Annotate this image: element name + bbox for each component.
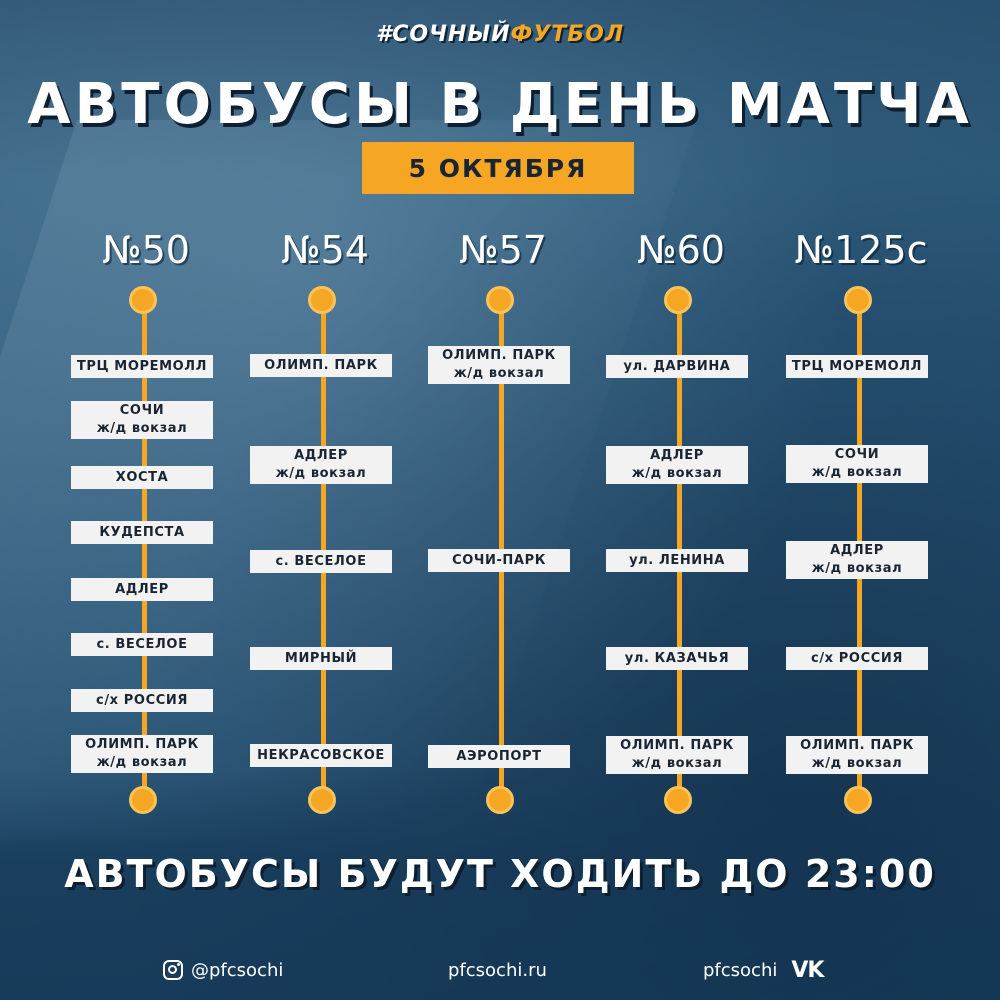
stop-subtitle: ж/д вокзал	[96, 755, 188, 770]
stop-name: с. ВЕСЕЛОЕ	[96, 636, 188, 652]
stop-name: АДЛЕР	[294, 448, 348, 463]
vk-icon: VK	[791, 957, 824, 983]
stop-name: АЭРОПОРТ	[456, 748, 542, 764]
stop: АДЛЕР ж/д вокзал	[786, 541, 928, 579]
route-end-dot	[486, 786, 514, 814]
stop-subtitle: ж/д вокзал	[811, 756, 903, 771]
date-text: 5 ОКТЯБРЯ	[408, 153, 588, 183]
route-60: №60 ул. ДАРВИНА АДЛЕР ж/д вокзал ул. ЛЕН…	[606, 228, 756, 828]
hashtag: #СОЧНЫЙФУТБОЛ	[0, 22, 1000, 47]
route-54: №54 ОЛИМП. ПАРК АДЛЕР ж/д вокзал с. ВЕСЕ…	[250, 228, 400, 828]
stop: с. ВЕСЕЛОЕ	[250, 550, 392, 573]
route-125c: №125с ТРЦ МОРЕМОЛЛ СОЧИ ж/д вокзал АДЛЕР…	[786, 228, 936, 828]
stop: ТРЦ МОРЕМОЛЛ	[786, 355, 928, 378]
stop-name: МИРНЫЙ	[284, 650, 358, 666]
stop-name: с/х РОССИЯ	[96, 692, 188, 708]
stop-subtitle: ж/д вокзал	[453, 366, 545, 381]
route-start-dot	[308, 286, 336, 314]
stop: с/х РОССИЯ	[786, 647, 928, 670]
hashtag-part-2: ФУТБОЛ	[510, 22, 625, 47]
stop-name: ТРЦ МОРЕМОЛЛ	[791, 358, 923, 374]
stop-name: АДЛЕР	[830, 543, 884, 558]
route-number: №125с	[794, 228, 928, 272]
instagram-link[interactable]: @pfcsochi	[163, 955, 283, 985]
vk-handle: pfcsochi	[703, 959, 778, 981]
route-50: №50 ТРЦ МОРЕМОЛЛ СОЧИ ж/д вокзал ХОСТА К…	[71, 228, 221, 828]
stop: АДЛЕР ж/д вокзал	[606, 446, 748, 484]
instagram-handle: @pfcsochi	[191, 959, 284, 981]
stop-name: ОЛИМП. ПАРК	[620, 738, 734, 753]
route-line	[142, 300, 147, 800]
route-end-dot	[664, 786, 692, 814]
stop-name: ул. ЛЕНИНА	[629, 552, 725, 568]
route-57: №57 ОЛИМП. ПАРК ж/д вокзал СОЧИ-ПАРК АЭР…	[428, 228, 578, 828]
stop-name: с/х РОССИЯ	[811, 650, 903, 666]
stop-subtitle: ж/д вокзал	[811, 561, 903, 576]
stop: ХОСТА	[71, 466, 213, 489]
stop: ТРЦ МОРЕМОЛЛ	[71, 355, 213, 378]
route-number: №50	[102, 228, 190, 272]
stop: АДЛЕР	[71, 578, 213, 601]
stop: КУДЕПСТА	[71, 521, 213, 544]
stop: СОЧИ-ПАРК	[428, 549, 570, 572]
route-end-dot	[844, 786, 872, 814]
date-badge: 5 ОКТЯБРЯ	[362, 142, 634, 194]
stop: МИРНЫЙ	[250, 647, 392, 670]
route-start-dot	[486, 286, 514, 314]
vk-link[interactable]: pfcsochi VK	[703, 955, 824, 985]
stop-name: ОЛИМП. ПАРК	[85, 737, 199, 752]
stop: ул. ЛЕНИНА	[606, 549, 748, 572]
stop: ОЛИМП. ПАРК ж/д вокзал	[428, 346, 570, 384]
route-number: №57	[459, 228, 547, 272]
stop-subtitle: ж/д вокзал	[811, 465, 903, 480]
stop-subtitle: ж/д вокзал	[631, 466, 723, 481]
website-link[interactable]: pfcsochi.ru	[448, 955, 547, 985]
stop: СОЧИ ж/д вокзал	[786, 445, 928, 483]
page-title: АВТОБУСЫ В ДЕНЬ МАТЧА	[27, 72, 973, 137]
stop: НЕКРАСОВСКОЕ	[250, 744, 392, 767]
route-end-dot	[129, 786, 157, 814]
stop: ОЛИМП. ПАРК ж/д вокзал	[606, 736, 748, 774]
service-hours-note: АВТОБУСЫ БУДУТ ХОДИТЬ ДО 23:00	[64, 852, 936, 896]
stop-name: НЕКРАСОВСКОЕ	[257, 747, 385, 763]
stop-name: с. ВЕСЕЛОЕ	[275, 553, 367, 569]
stop-name: КУДЕПСТА	[99, 524, 185, 540]
stop-name: ХОСТА	[115, 469, 169, 485]
route-number: №60	[637, 228, 725, 272]
route-end-dot	[308, 786, 336, 814]
stop: АЭРОПОРТ	[428, 745, 570, 768]
stop-name: ТРЦ МОРЕМОЛЛ	[76, 358, 208, 374]
stop: ОЛИМП. ПАРК ж/д вокзал	[786, 736, 928, 774]
website-url: pfcsochi.ru	[448, 959, 547, 981]
stop: ул. КАЗАЧЬЯ	[606, 647, 748, 670]
stop-subtitle: ж/д вокзал	[96, 421, 188, 436]
stop: ул. ДАРВИНА	[606, 355, 748, 378]
hashtag-part-1: #СОЧНЫЙ	[375, 22, 511, 47]
stop-name: ОЛИМП. ПАРК	[442, 348, 556, 363]
stop-name: ул. ДАРВИНА	[623, 358, 731, 374]
stop-name: АДЛЕР	[115, 581, 169, 597]
stop-name: СОЧИ-ПАРК	[452, 552, 546, 568]
stop: с. ВЕСЕЛОЕ	[71, 633, 213, 656]
stop: АДЛЕР ж/д вокзал	[250, 446, 392, 484]
instagram-icon	[163, 960, 183, 980]
route-number: №54	[281, 228, 369, 272]
stop: с/х РОССИЯ	[71, 689, 213, 712]
stop-name: ОЛИМП. ПАРК	[800, 738, 914, 753]
stop-name: АДЛЕР	[650, 448, 704, 463]
stop-subtitle: ж/д вокзал	[631, 756, 723, 771]
route-start-dot	[129, 286, 157, 314]
route-start-dot	[844, 286, 872, 314]
stop: ОЛИМП. ПАРК	[250, 354, 392, 377]
stop: СОЧИ ж/д вокзал	[71, 401, 213, 439]
stop: ОЛИМП. ПАРК ж/д вокзал	[71, 735, 213, 773]
stop-name: СОЧИ	[834, 447, 880, 462]
stop-name: ул. КАЗАЧЬЯ	[624, 650, 730, 666]
route-start-dot	[664, 286, 692, 314]
stop-name: СОЧИ	[119, 403, 165, 418]
stop-subtitle: ж/д вокзал	[275, 466, 367, 481]
stop-name: ОЛИМП. ПАРК	[264, 357, 378, 373]
